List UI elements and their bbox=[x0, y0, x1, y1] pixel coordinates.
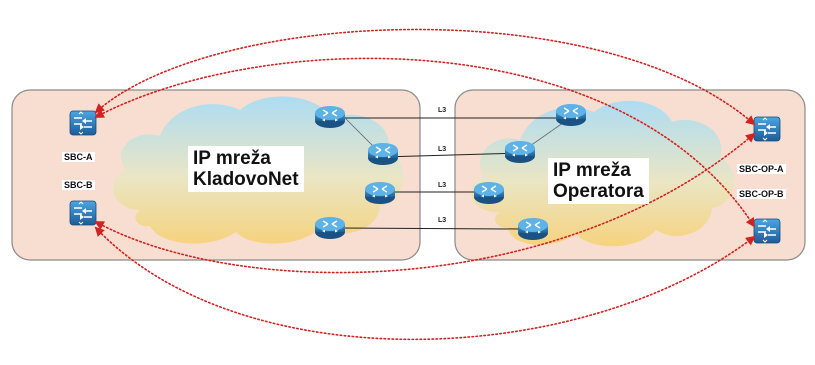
signaling-arrow bbox=[94, 226, 756, 341]
sbc-op-a-label: SBC-OP-A bbox=[737, 164, 786, 174]
router-icon bbox=[555, 103, 587, 127]
sbc-device-icon bbox=[753, 116, 781, 142]
l3-link-label: L3 bbox=[438, 182, 447, 189]
sbc-a-label: SBC-A bbox=[62, 152, 95, 162]
left-network-label-line1: IP mreža bbox=[193, 148, 271, 169]
sbc-device-icon bbox=[69, 110, 97, 136]
left-network-label-line2: KladovoNet bbox=[193, 169, 299, 190]
signaling-arrow bbox=[94, 28, 756, 126]
router-icon bbox=[364, 181, 396, 205]
sbc-device-icon bbox=[69, 200, 97, 226]
router-icon bbox=[314, 105, 346, 129]
right-network-label: IP mreža Operatora bbox=[548, 158, 649, 204]
sbc-op-b-label: SBC-OP-B bbox=[737, 189, 786, 199]
sbc-b-label: SBC-B bbox=[62, 180, 95, 190]
signaling-arrow bbox=[94, 57, 756, 228]
router-icon bbox=[367, 142, 399, 166]
l3-link-label: L3 bbox=[438, 217, 447, 224]
router-icon bbox=[473, 181, 505, 205]
l3-link-label: L3 bbox=[438, 107, 447, 114]
l3-link-label: L3 bbox=[438, 146, 447, 153]
right-network-label-line2: Operatora bbox=[553, 181, 644, 202]
router-icon bbox=[517, 217, 549, 241]
router-icon bbox=[314, 216, 346, 240]
signaling-arrow bbox=[94, 132, 756, 274]
sbc-device-icon bbox=[753, 218, 781, 244]
right-network-label-line1: IP mreža bbox=[553, 160, 631, 181]
left-network-label: IP mreža KladovoNet bbox=[188, 146, 304, 192]
router-icon bbox=[504, 140, 536, 164]
